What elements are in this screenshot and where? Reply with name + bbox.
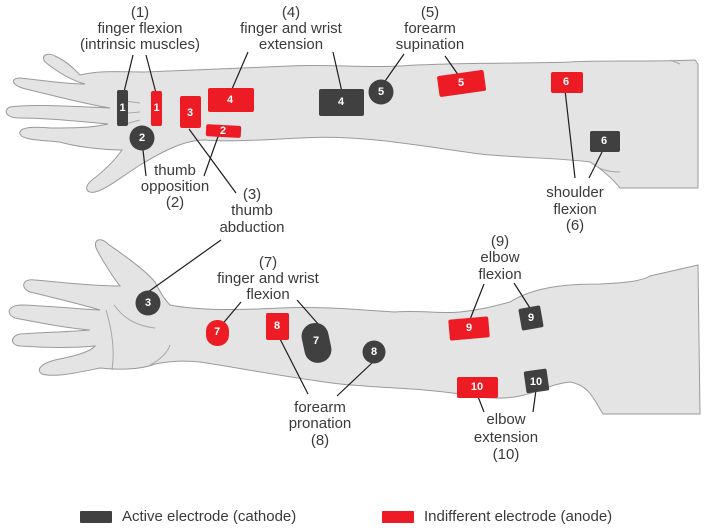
legend-indifferent-label: Indifferent electrode (anode) — [424, 508, 613, 525]
electrode-5-indifferent: 5 — [437, 70, 487, 97]
svg-text:3: 3 — [145, 297, 151, 309]
label-elbow-flexion: (9) elbow flexion — [478, 233, 521, 283]
svg-text:2: 2 — [139, 132, 145, 144]
label-elbow-extension: elbow extension (10) — [474, 411, 538, 463]
svg-text:thumb: thumb — [154, 162, 196, 179]
active-swatch — [80, 510, 112, 523]
electrode-6-active: 6 — [590, 131, 620, 152]
electrode-9-active: 9 — [518, 305, 544, 331]
bottom-arm-outline — [8, 239, 701, 415]
svg-text:3: 3 — [187, 107, 193, 119]
svg-text:1: 1 — [153, 102, 159, 114]
legend-item-active: Active electrode (cathode) — [80, 508, 296, 525]
svg-text:finger and wrist: finger and wrist — [240, 20, 343, 37]
electrode-9-indifferent: 9 — [448, 316, 490, 341]
electrode-1-active: 1 — [117, 90, 128, 126]
svg-text:thumb: thumb — [231, 202, 273, 219]
svg-text:8: 8 — [274, 320, 280, 332]
electrode-1-indifferent: 1 — [151, 91, 162, 126]
svg-text:2: 2 — [220, 125, 226, 137]
svg-text:(8): (8) — [311, 432, 329, 449]
svg-text:(10): (10) — [493, 446, 520, 463]
svg-text:5: 5 — [378, 86, 384, 98]
label-forearm-supination: (5) forearm supination — [396, 4, 464, 53]
electrode-2-active: 2 — [129, 125, 155, 151]
label-shoulder-flexion: shoulder flexion (6) — [546, 184, 604, 234]
svg-text:9: 9 — [466, 322, 472, 334]
electrode-8-indifferent: 8 — [266, 313, 289, 340]
electrode-5-active: 5 — [368, 79, 394, 105]
svg-text:(3): (3) — [243, 186, 261, 203]
label-finger-flexion-intrinsic: (1) finger flexion (intrinsic muscles) — [80, 4, 200, 53]
electrode-4-indifferent: 4 — [208, 88, 254, 112]
svg-text:opposition: opposition — [141, 178, 209, 195]
legend: Active electrode (cathode) Indifferent e… — [80, 508, 680, 528]
elbow-crease — [589, 161, 621, 173]
svg-text:4: 4 — [338, 96, 345, 108]
svg-text:elbow: elbow — [486, 411, 525, 428]
svg-text:pronation: pronation — [289, 415, 352, 432]
electrode-7-indifferent: 7 — [206, 320, 229, 346]
svg-text:flexion: flexion — [478, 266, 521, 283]
label-thumb-opposition: thumb opposition (2) — [141, 162, 209, 211]
legend-active-label: Active electrode (cathode) — [122, 508, 297, 525]
svg-text:(9): (9) — [491, 233, 509, 250]
svg-text:forearm: forearm — [294, 399, 346, 416]
svg-text:10: 10 — [471, 381, 483, 393]
svg-text:(1): (1) — [131, 4, 149, 21]
palm-crease — [105, 304, 171, 371]
svg-text:4: 4 — [227, 94, 234, 106]
electrode-2-indifferent: 2 — [205, 124, 242, 138]
svg-text:extension: extension — [474, 429, 538, 446]
svg-text:1: 1 — [119, 102, 125, 114]
svg-text:(7): (7) — [259, 254, 277, 271]
svg-text:8: 8 — [371, 346, 377, 358]
electrode-7-active: 7 — [301, 322, 332, 363]
label-forearm-pronation: forearm pronation (8) — [289, 399, 352, 449]
svg-text:(intrinsic muscles): (intrinsic muscles) — [80, 36, 200, 53]
svg-text:finger flexion: finger flexion — [97, 20, 182, 37]
electrode-6-indifferent: 6 — [551, 72, 583, 93]
indifferent-swatch — [382, 510, 414, 523]
top-arm — [5, 53, 699, 193]
svg-text:flexion: flexion — [246, 286, 289, 303]
pointer-lines — [123, 51, 605, 413]
electrode-4-active: 4 — [319, 89, 364, 116]
svg-text:(5): (5) — [421, 4, 439, 21]
svg-text:(6): (6) — [566, 217, 584, 234]
electrode-8-active: 8 — [362, 340, 386, 364]
svg-text:7: 7 — [313, 335, 319, 347]
svg-text:elbow: elbow — [480, 249, 519, 266]
svg-text:9: 9 — [528, 312, 534, 324]
svg-text:flexion: flexion — [553, 201, 596, 218]
bottom-arm — [8, 239, 701, 415]
label-finger-wrist-flexion: (7) finger and wrist flexion — [217, 254, 320, 303]
electrode-10-active: 10 — [523, 368, 550, 394]
svg-text:(4): (4) — [282, 4, 300, 21]
svg-text:forearm: forearm — [404, 20, 456, 37]
svg-text:5: 5 — [458, 77, 464, 89]
svg-text:extension: extension — [259, 36, 323, 53]
svg-text:supination: supination — [396, 36, 464, 53]
electrode-10-indifferent: 10 — [457, 377, 498, 398]
svg-text:abduction: abduction — [219, 219, 284, 236]
shoulder-crease — [669, 59, 681, 65]
electrode-3-indifferent: 3 — [180, 96, 201, 128]
svg-text:7: 7 — [214, 326, 220, 338]
top-arm-outline — [5, 53, 699, 193]
label-finger-wrist-extension: (4) finger and wrist extension — [240, 4, 343, 53]
legend-item-indifferent: Indifferent electrode (anode) — [382, 508, 612, 525]
svg-text:10: 10 — [530, 376, 542, 388]
svg-text:6: 6 — [601, 135, 607, 147]
svg-text:(2): (2) — [166, 194, 184, 211]
svg-text:shoulder: shoulder — [546, 184, 604, 201]
electrode-3-active: 3 — [135, 290, 161, 316]
svg-text:6: 6 — [563, 76, 569, 88]
svg-text:finger and wrist: finger and wrist — [217, 270, 320, 287]
label-thumb-abduction: (3) thumb abduction — [219, 186, 284, 236]
